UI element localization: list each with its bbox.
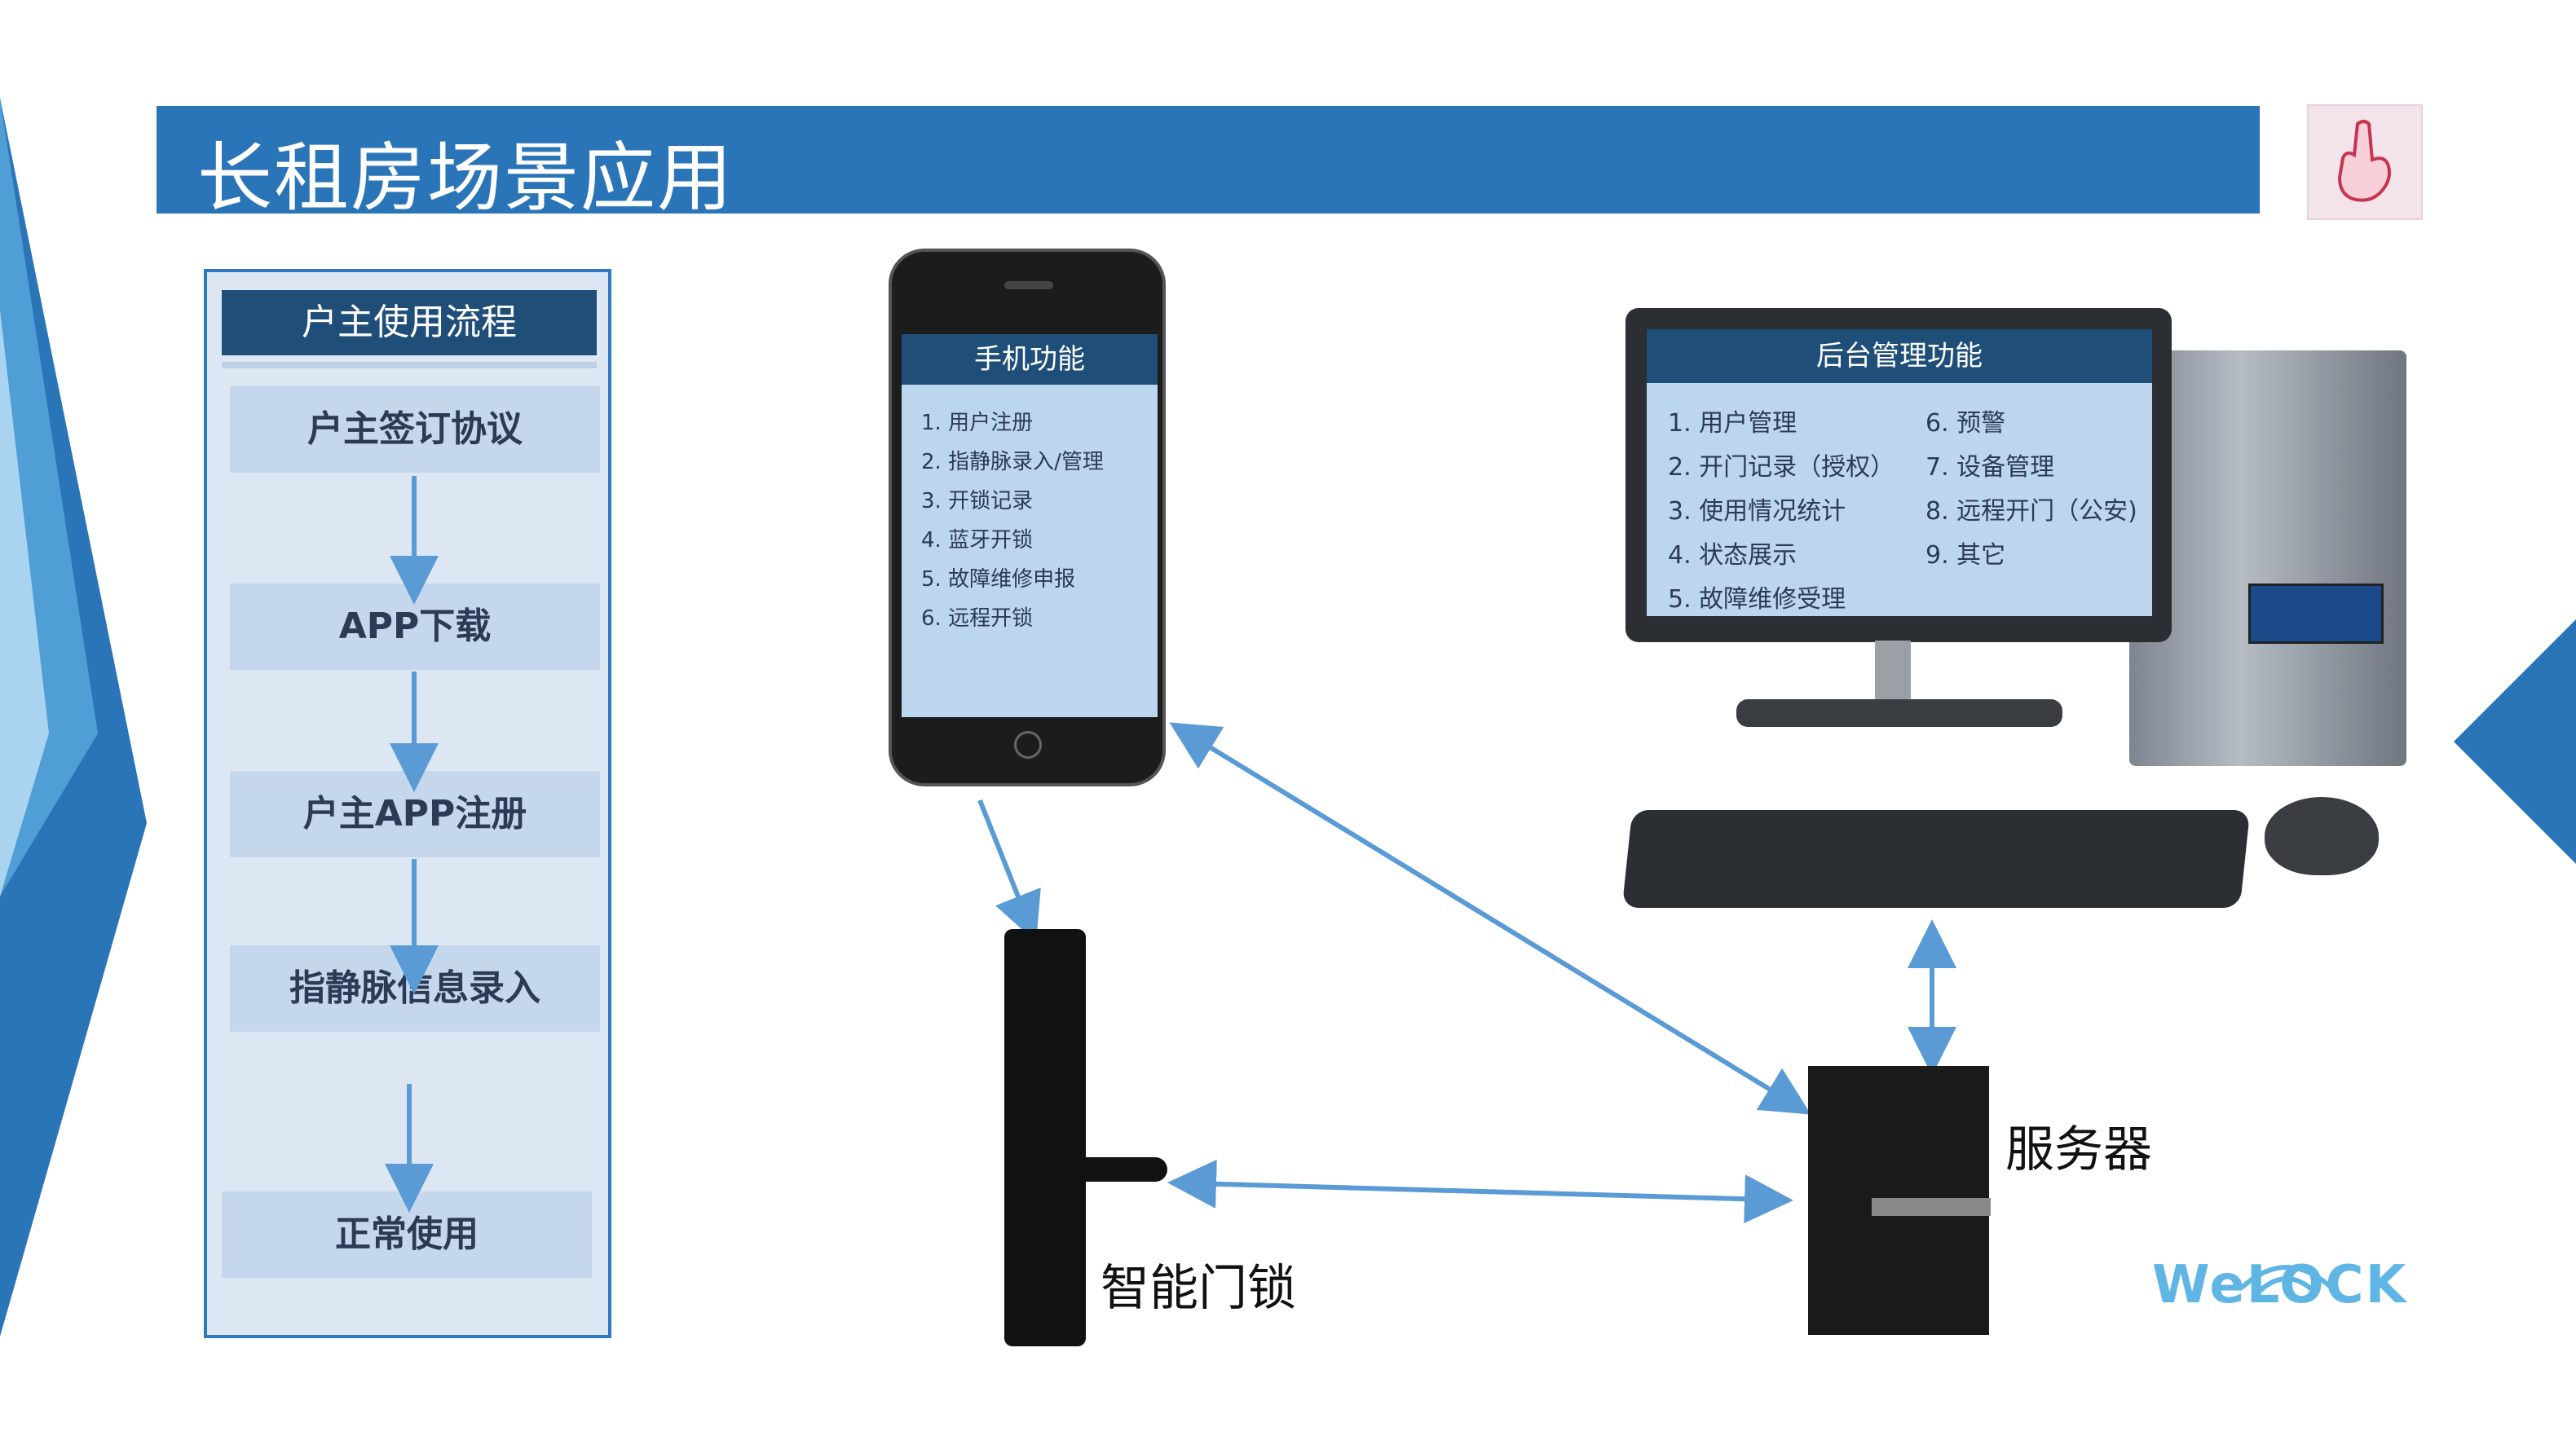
backend-item: 6. 预警 [1925,409,2006,438]
left-decoration [0,98,147,1337]
phone-item: 1. 用户注册 [921,411,1034,435]
phone-title: 手机功能 [902,334,1158,385]
phone-home-button-icon [1014,731,1042,759]
server-stripe [1872,1198,1991,1216]
backend-item: 8. 远程开门（公安) [1925,497,2137,526]
backend-item: 3. 使用情况统计 [1668,497,1846,526]
hand-logo-icon [2307,104,2423,220]
desktop-tower [2129,350,2406,766]
phone-item: 2. 指静脉录入/管理 [921,450,1104,474]
backend-item: 9. 其它 [1925,541,2006,570]
smart-lock [1004,929,1086,1346]
right-decoration [2454,619,2576,864]
page-title: 长租房场景应用 [197,134,734,222]
welock-wifi-icon [2239,1265,2334,1295]
phone-screen [902,334,1158,717]
lock-handle [1032,1157,1167,1182]
backend-title: 后台管理功能 [1647,329,2152,383]
backend-item: 1. 用户管理 [1668,409,1797,438]
welock-logo: WeLOCK [2152,1255,2408,1315]
tower-display [2248,584,2384,644]
backend-item: 4. 状态展示 [1668,541,1797,570]
backend-item: 5. 故障维修受理 [1668,585,1846,614]
phone-item: 3. 开锁记录 [921,489,1034,513]
mouse-icon [2265,797,2379,875]
flow-title-divider [222,362,597,368]
flow-step: 户主签订协议 [230,386,600,473]
keyboard-icon [1621,810,2251,908]
monitor-stand [1875,641,1911,706]
phone-item: 4. 蓝牙开锁 [921,528,1034,553]
phone-speaker-icon [1004,281,1053,289]
lock-label: 智能门锁 [1101,1260,1296,1317]
title-bar: 长租房场景应用 [157,106,2260,222]
backend-item: 2. 开门记录（授权） [1668,453,1895,482]
backend-item: 7. 设备管理 [1925,453,2055,482]
server-label: 服务器 [2005,1121,2152,1178]
phone-item: 5. 故障维修申报 [921,567,1076,592]
flow-title: 户主使用流程 [222,290,597,355]
phone-item: 6. 远程开锁 [921,606,1034,631]
monitor-base [1736,699,2062,727]
